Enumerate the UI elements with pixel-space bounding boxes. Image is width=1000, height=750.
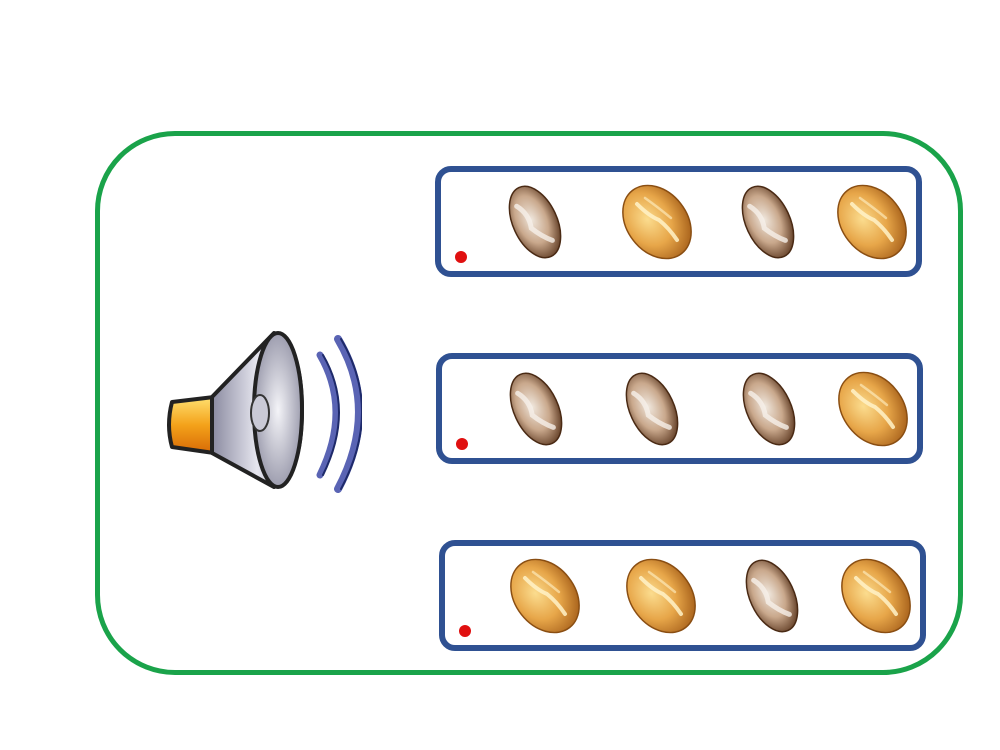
selector-dot	[459, 625, 471, 637]
large-bread-icon	[622, 184, 692, 260]
large-bread-icon	[626, 558, 696, 634]
answer-option-2[interactable]	[436, 353, 923, 464]
small-bread-icon	[741, 185, 795, 259]
small-bread-icon	[745, 559, 799, 633]
small-bread-icon	[509, 372, 563, 446]
large-bread-icon	[510, 558, 580, 634]
small-bread-icon	[625, 372, 679, 446]
answer-option-1[interactable]	[435, 166, 922, 277]
speaker-icon	[167, 331, 363, 493]
small-bread-icon	[742, 372, 796, 446]
answer-option-3[interactable]	[439, 540, 926, 651]
small-bread-icon	[508, 185, 562, 259]
selector-dot	[455, 251, 467, 263]
selector-dot	[456, 438, 468, 450]
outer-frame	[95, 131, 963, 675]
large-bread-icon	[841, 558, 911, 634]
play-sound-button[interactable]	[162, 325, 363, 495]
large-bread-icon	[837, 184, 907, 260]
large-bread-icon	[838, 371, 908, 447]
